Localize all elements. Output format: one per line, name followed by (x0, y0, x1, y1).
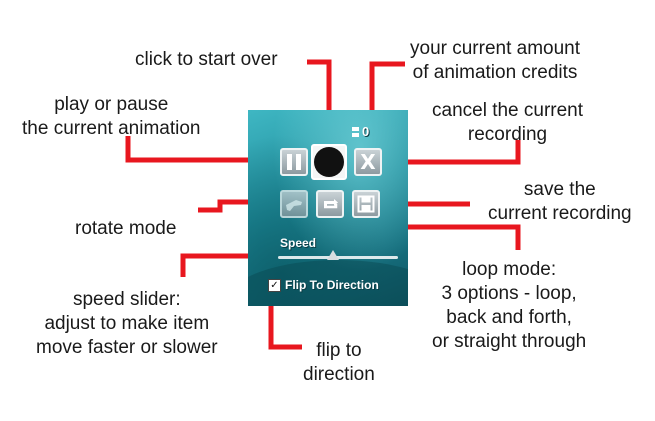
callout-credits: your current amount of animation credits (410, 38, 581, 83)
callout-line-cancel (386, 140, 521, 165)
rotate-icon (286, 200, 302, 211)
callout-loop: loop mode: 3 options - loop, back and fo… (432, 259, 587, 352)
animation-control-panel: 0 X Speed ✓ Flip To Direction (248, 110, 408, 306)
credits-icon (352, 126, 359, 137)
flip-label: Flip To Direction (285, 278, 379, 292)
credits-count: 0 (362, 124, 370, 139)
callout-play-pause: play or pause the current animation (22, 94, 201, 139)
callout-start-over: click to start over (135, 49, 278, 70)
callout-cancel: cancel the current recording (432, 100, 584, 145)
rotate-mode-button[interactable] (280, 190, 308, 218)
loop-icon (324, 199, 338, 209)
speed-slider-handle[interactable] (327, 250, 339, 260)
callout-line-credits (369, 61, 405, 120)
callout-line-flip (268, 288, 302, 350)
pause-button[interactable] (280, 148, 308, 176)
callout-speed: speed slider: adjust to make item move f… (36, 289, 218, 358)
close-icon: X (360, 150, 376, 174)
callout-save: save the current recording (488, 179, 632, 224)
flip-checkbox[interactable]: ✓ (268, 278, 281, 292)
save-recording-button[interactable] (352, 190, 380, 218)
save-icon (357, 195, 375, 213)
speed-label: Speed (280, 236, 317, 250)
callout-line-play-pause (125, 136, 280, 163)
flip-to-direction-toggle[interactable]: ✓ Flip To Direction (268, 278, 379, 292)
callout-rotate: rotate mode (75, 218, 177, 239)
pause-icon (287, 154, 301, 170)
animation-credits: 0 (352, 124, 369, 139)
start-over-button[interactable] (311, 144, 347, 180)
record-icon (314, 147, 344, 177)
callout-flip: flip to direction (303, 340, 375, 385)
cancel-recording-button[interactable]: X (354, 148, 382, 176)
loop-mode-button[interactable] (316, 190, 344, 218)
